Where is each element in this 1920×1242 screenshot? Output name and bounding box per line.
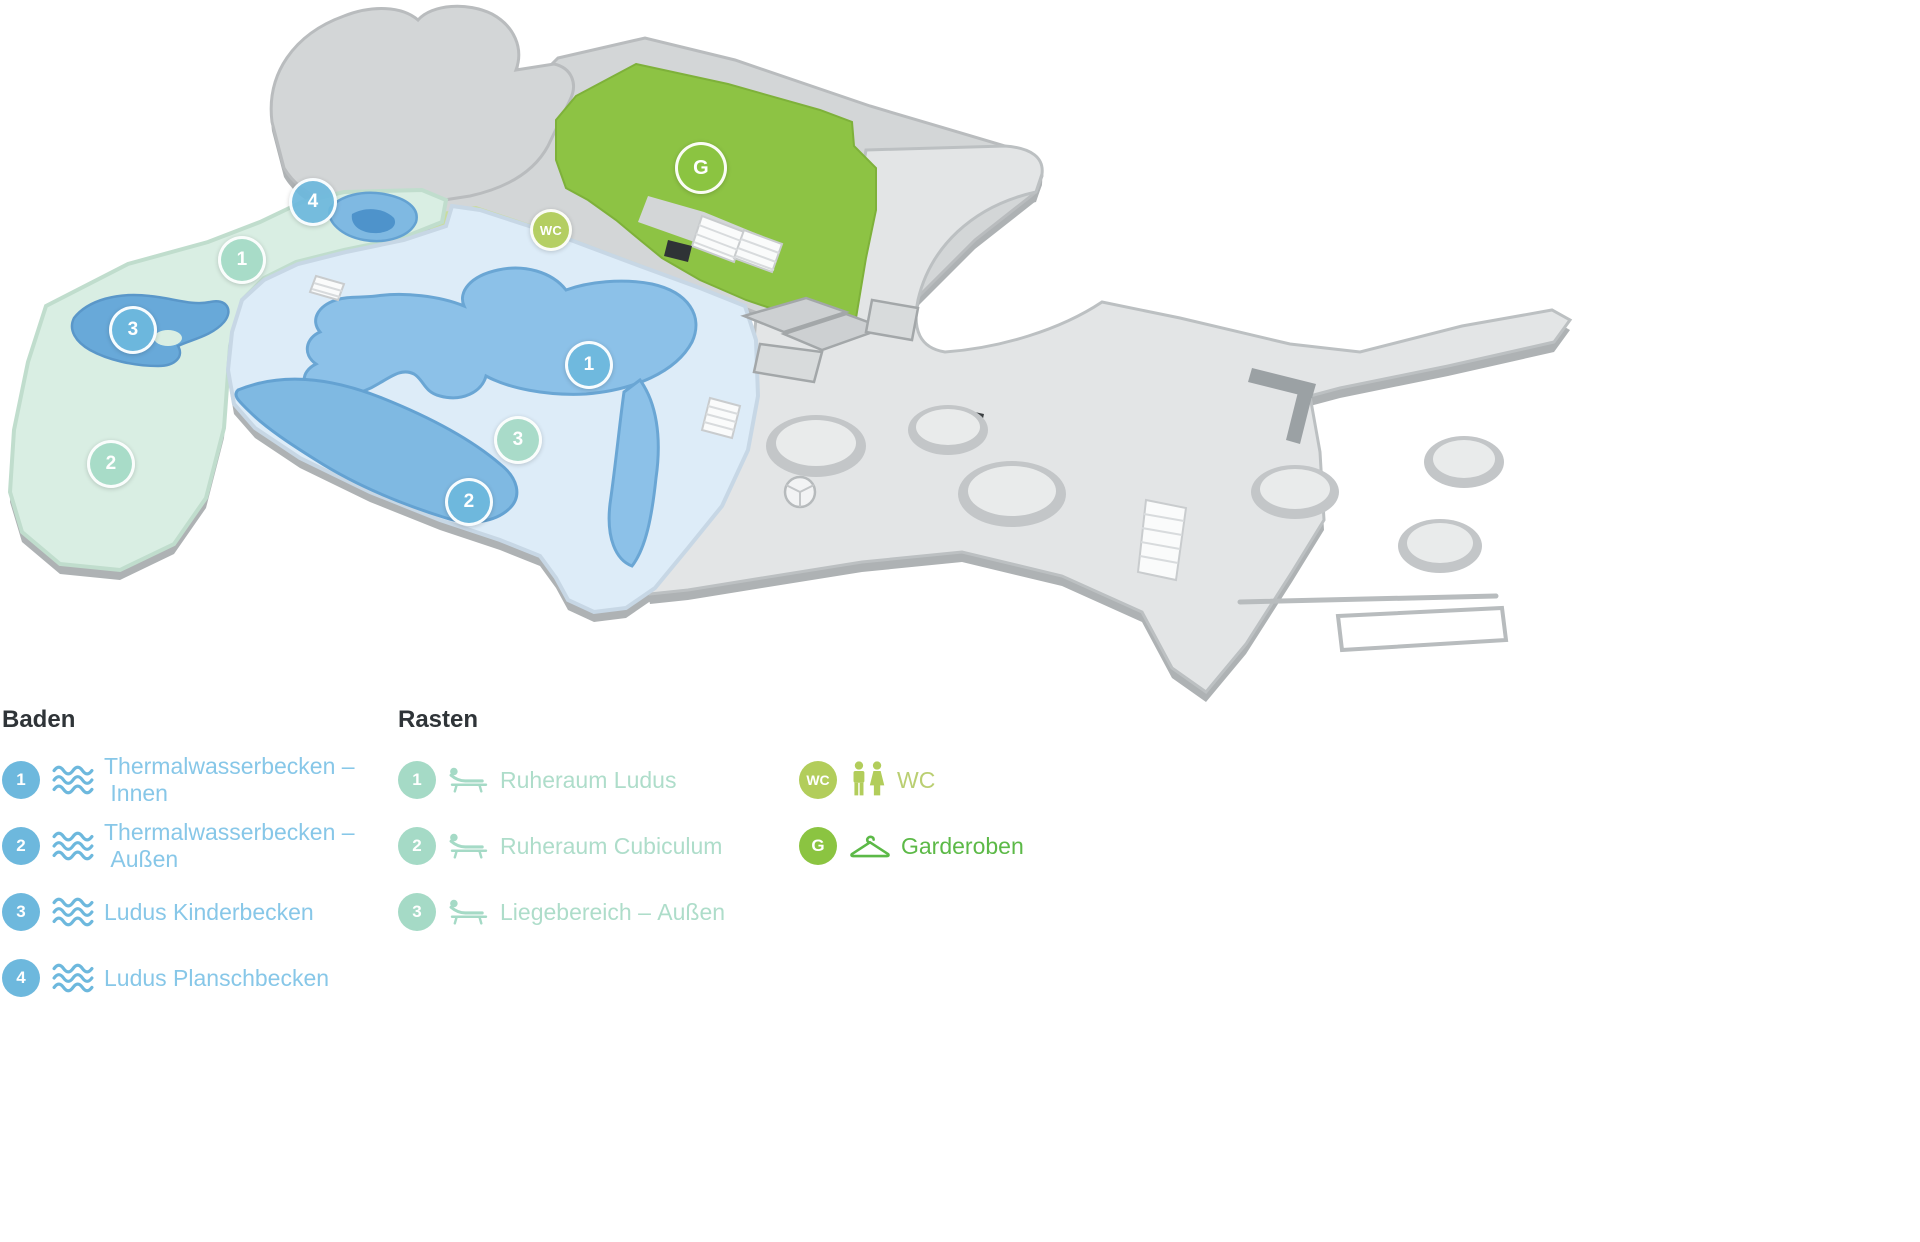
lounger-icon (448, 763, 490, 797)
legend-section-baden: Baden 1 Thermalwasserbecken – Innen 2 Th… (2, 706, 376, 1016)
legend-section-service: WC WC G Garderoben (799, 706, 1024, 884)
legend-label-baden-3: Ludus Kinderbecken (104, 898, 314, 925)
deck-stairs (308, 274, 742, 440)
facility-map-graphic (8, 4, 1572, 702)
legend-label-baden-2: Thermalwasserbecken – Außen (104, 819, 355, 872)
legend-rasten-title: Rasten (398, 706, 479, 733)
lounger-icon (448, 829, 490, 863)
legend-label-baden-1: Thermalwasserbecken – Innen (104, 753, 355, 806)
curved-staircase (1136, 498, 1188, 582)
legend-label-rasten-2: Ruheraum Cubiculum (500, 832, 723, 859)
badge-baden-2: 2 (2, 827, 40, 865)
waves-icon (52, 895, 94, 929)
partition-walls (1248, 368, 1316, 444)
lawn-garderoben-area (555, 62, 877, 332)
sauna-rooms (740, 296, 920, 384)
legend-label-wc: WC (897, 766, 936, 793)
badge-wc: WC (799, 761, 837, 799)
badge-baden-3: 3 (2, 893, 40, 931)
pool-channel-south (607, 377, 660, 568)
waves-icon (52, 961, 94, 995)
legend-label-garderoben: Garderoben (901, 832, 1024, 859)
waves-icon (52, 763, 94, 797)
legend-item-baden-2: 2 Thermalwasserbecken – Außen (2, 818, 376, 874)
badge-rasten-1: 1 (398, 761, 436, 799)
legend-item-garderoben: G Garderoben (799, 818, 1024, 874)
lounger-icon (448, 895, 490, 929)
legend-item-baden-4: 4 Ludus Planschbecken (2, 950, 376, 1006)
planschbecken-channel (351, 209, 396, 234)
south-walkway (1237, 593, 1509, 653)
lawn-stairs (690, 214, 784, 274)
pool-island (154, 330, 182, 346)
legend-item-rasten-3: 3 Liegebereich – Außen (398, 884, 800, 940)
legend-label-rasten-1: Ruheraum Ludus (500, 766, 677, 793)
legend-item-baden-1: 1 Thermalwasserbecken – Innen (2, 752, 376, 808)
legend-item-baden-3: 3 Ludus Kinderbecken (2, 884, 376, 940)
legend-item-rasten-1: 1 Ruheraum Ludus (398, 752, 800, 808)
legend-baden-title: Baden (2, 706, 76, 733)
badge-rasten-3: 3 (398, 893, 436, 931)
waves-icon (52, 829, 94, 863)
hanger-icon (849, 831, 891, 861)
legend-item-rasten-2: 2 Ruheraum Cubiculum (398, 818, 800, 874)
legend-label-rasten-3: Liegebereich – Außen (500, 898, 726, 925)
legend-label-baden-4: Ludus Planschbecken (104, 964, 330, 991)
wc-persons-icon (849, 760, 887, 800)
legend-item-wc: WC WC (799, 752, 1024, 808)
badge-rasten-2: 2 (398, 827, 436, 865)
badge-baden-4: 4 (2, 959, 40, 997)
badge-garderoben: G (799, 827, 837, 865)
spiral-staircase (783, 475, 817, 509)
whirlpool-tubs (766, 405, 1504, 573)
badge-baden-1: 1 (2, 761, 40, 799)
legend-section-rasten: Rasten 1 Ruheraum Ludus 2 Ruheraum Cubic… (398, 706, 800, 950)
